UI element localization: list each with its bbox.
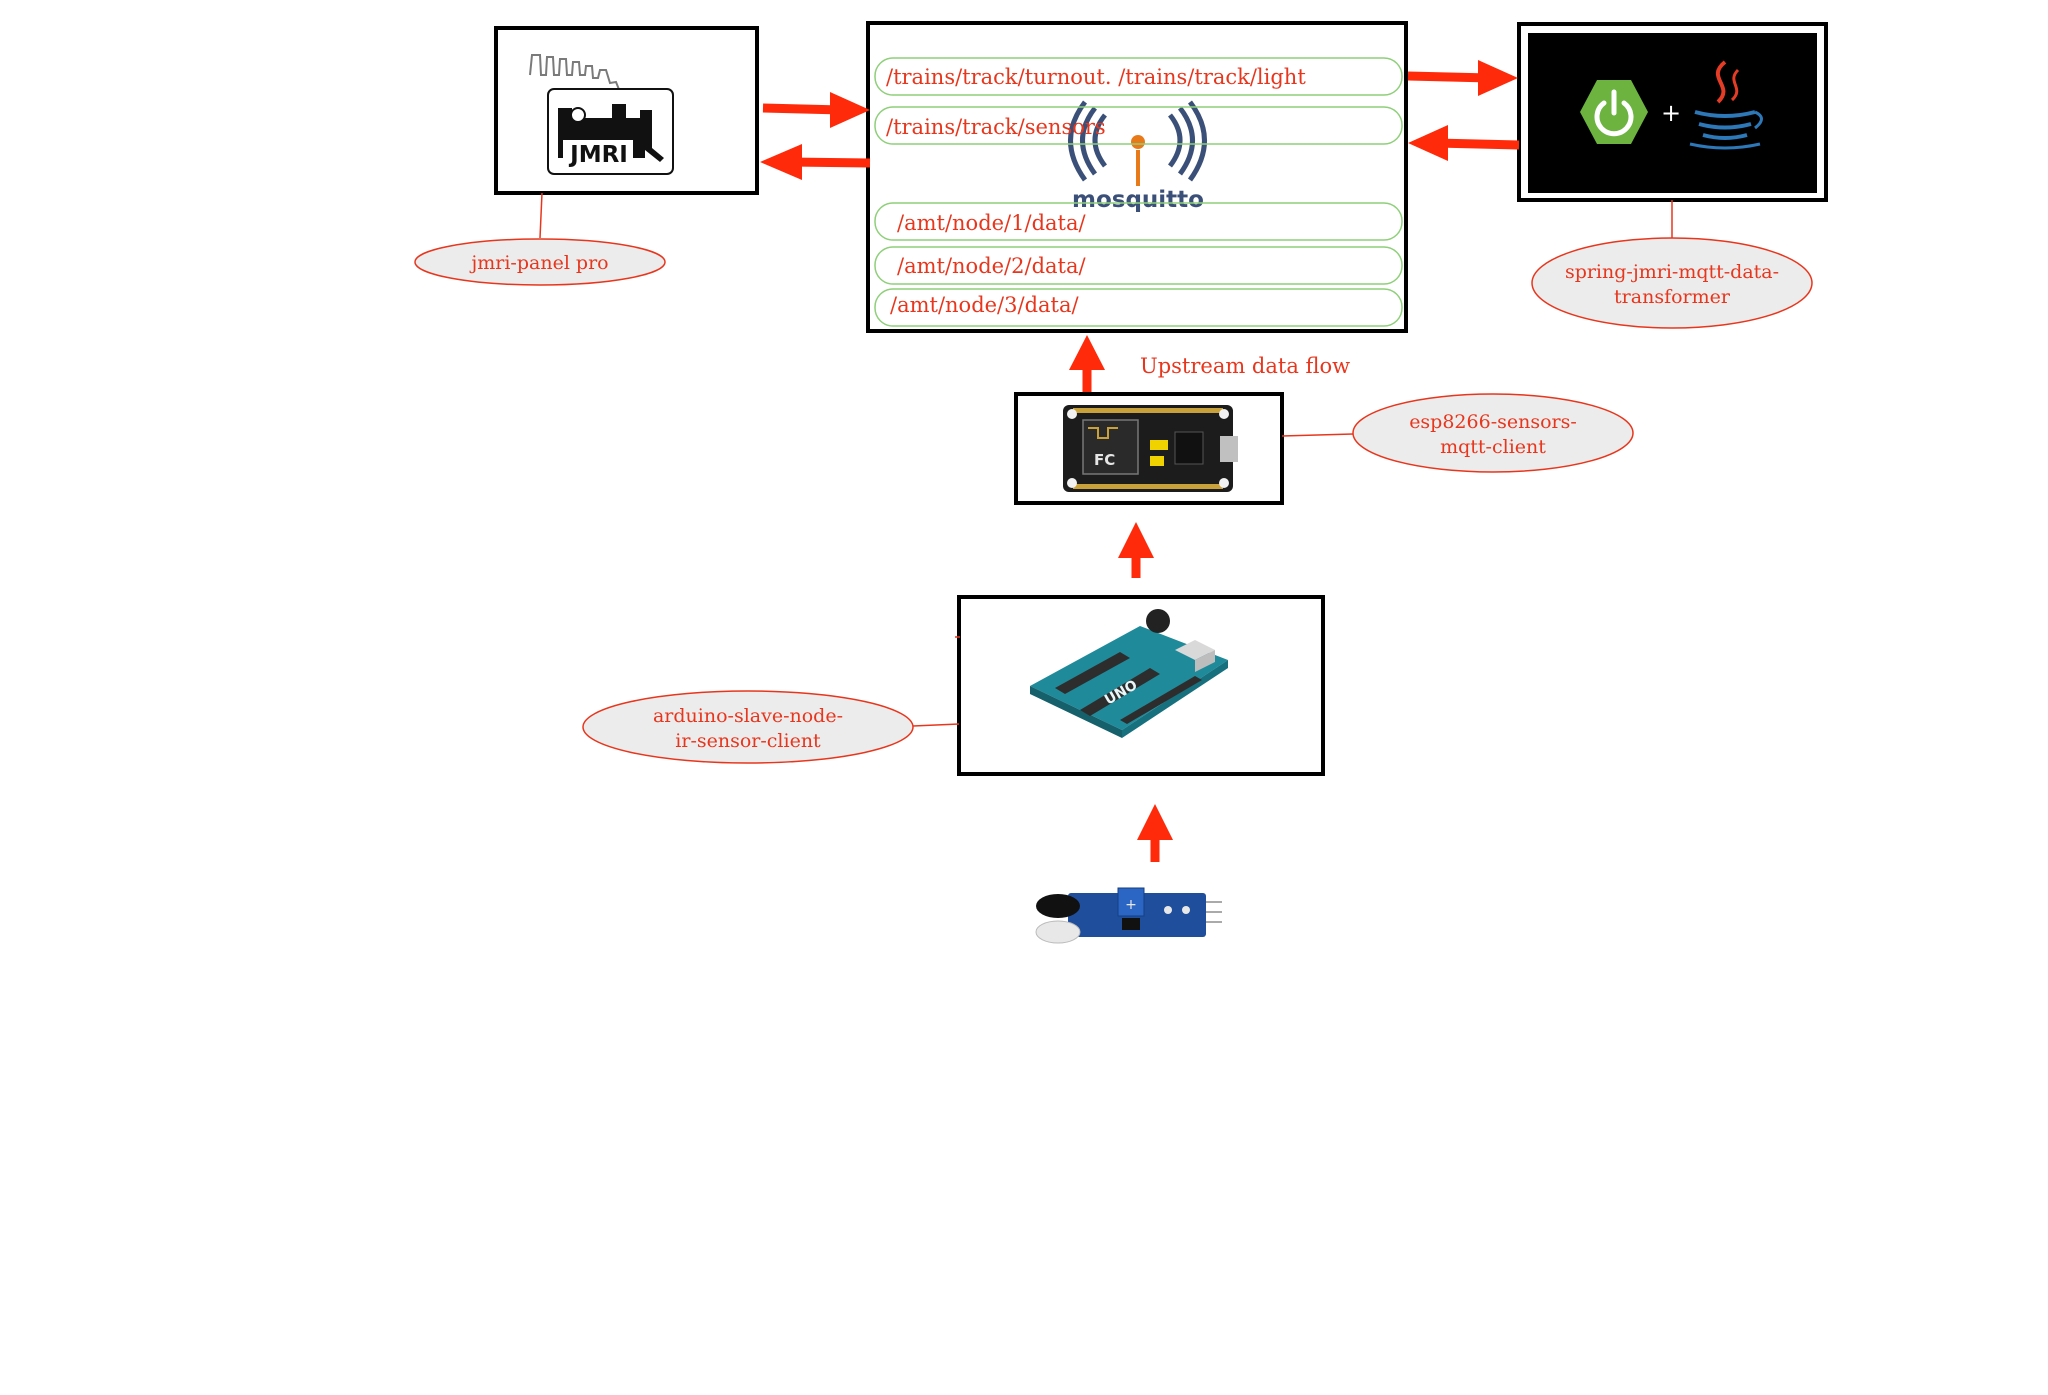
jmri-logo-text: JMRI xyxy=(568,142,628,168)
topic-row xyxy=(874,246,1403,285)
mqtt-broker-node: mosquitto /trains/track/turnout. /trains… xyxy=(866,21,1408,333)
topic-label: /amt/node/2/data/ xyxy=(897,254,1086,278)
svg-text:ir-sensor-client: ir-sensor-client xyxy=(675,730,821,752)
flow-arrows xyxy=(760,60,1520,862)
topic-row xyxy=(874,288,1403,327)
svg-text:jmri-panel pro: jmri-panel pro xyxy=(469,252,608,274)
arduino-uno-icon: UNO xyxy=(1030,609,1228,738)
esp8266-board-icon: FC xyxy=(1063,405,1238,492)
esp-label: esp8266-sensors- mqtt-client xyxy=(1352,393,1634,473)
mosquitto-logo-text: mosquitto xyxy=(1072,187,1204,213)
ir-sensor-icon: + xyxy=(1035,887,1222,944)
upstream-flow-label: Upstream data flow xyxy=(1140,354,1350,378)
topic-row xyxy=(874,57,1403,96)
mosquitto-logo-icon: mosquitto xyxy=(1068,100,1207,213)
spring-power-icon xyxy=(1580,80,1648,144)
svg-text:mqtt-client: mqtt-client xyxy=(1440,436,1546,458)
esp8266-node: FC xyxy=(1014,392,1284,505)
svg-text:spring-jmri-mqtt-data-: spring-jmri-mqtt-data- xyxy=(1565,261,1779,283)
topic-label: /trains/track/turnout. /trains/track/lig… xyxy=(886,65,1306,89)
potentiometer-mark: + xyxy=(1125,897,1137,913)
java-cup-icon xyxy=(1689,60,1763,150)
svg-text:transformer: transformer xyxy=(1614,286,1731,308)
plus-sign: + xyxy=(1661,99,1681,127)
transformer-label: spring-jmri-mqtt-data- transformer xyxy=(1531,237,1813,329)
jmri-label: jmri-panel pro xyxy=(414,238,666,286)
topic-label: /amt/node/1/data/ xyxy=(897,211,1086,235)
topic-list: /trains/track/turnout. /trains/track/lig… xyxy=(874,57,1403,327)
jmri-node: JMRI xyxy=(494,26,759,195)
arduino-label: arduino-slave-node- ir-sensor-client xyxy=(582,690,914,764)
jmri-logo-icon: JMRI xyxy=(529,54,674,175)
topic-row xyxy=(874,106,1403,145)
topic-label: /amt/node/3/data/ xyxy=(890,293,1079,317)
topic-row xyxy=(874,202,1403,241)
esp-board-text: FC xyxy=(1094,451,1115,469)
arduino-node: UNO xyxy=(957,595,1325,776)
svg-text:arduino-slave-node-: arduino-slave-node- xyxy=(653,705,843,727)
topic-label: /trains/track/sensors xyxy=(886,115,1106,139)
transformer-node: + xyxy=(1517,22,1828,202)
svg-text:esp8266-sensors-: esp8266-sensors- xyxy=(1409,411,1577,433)
